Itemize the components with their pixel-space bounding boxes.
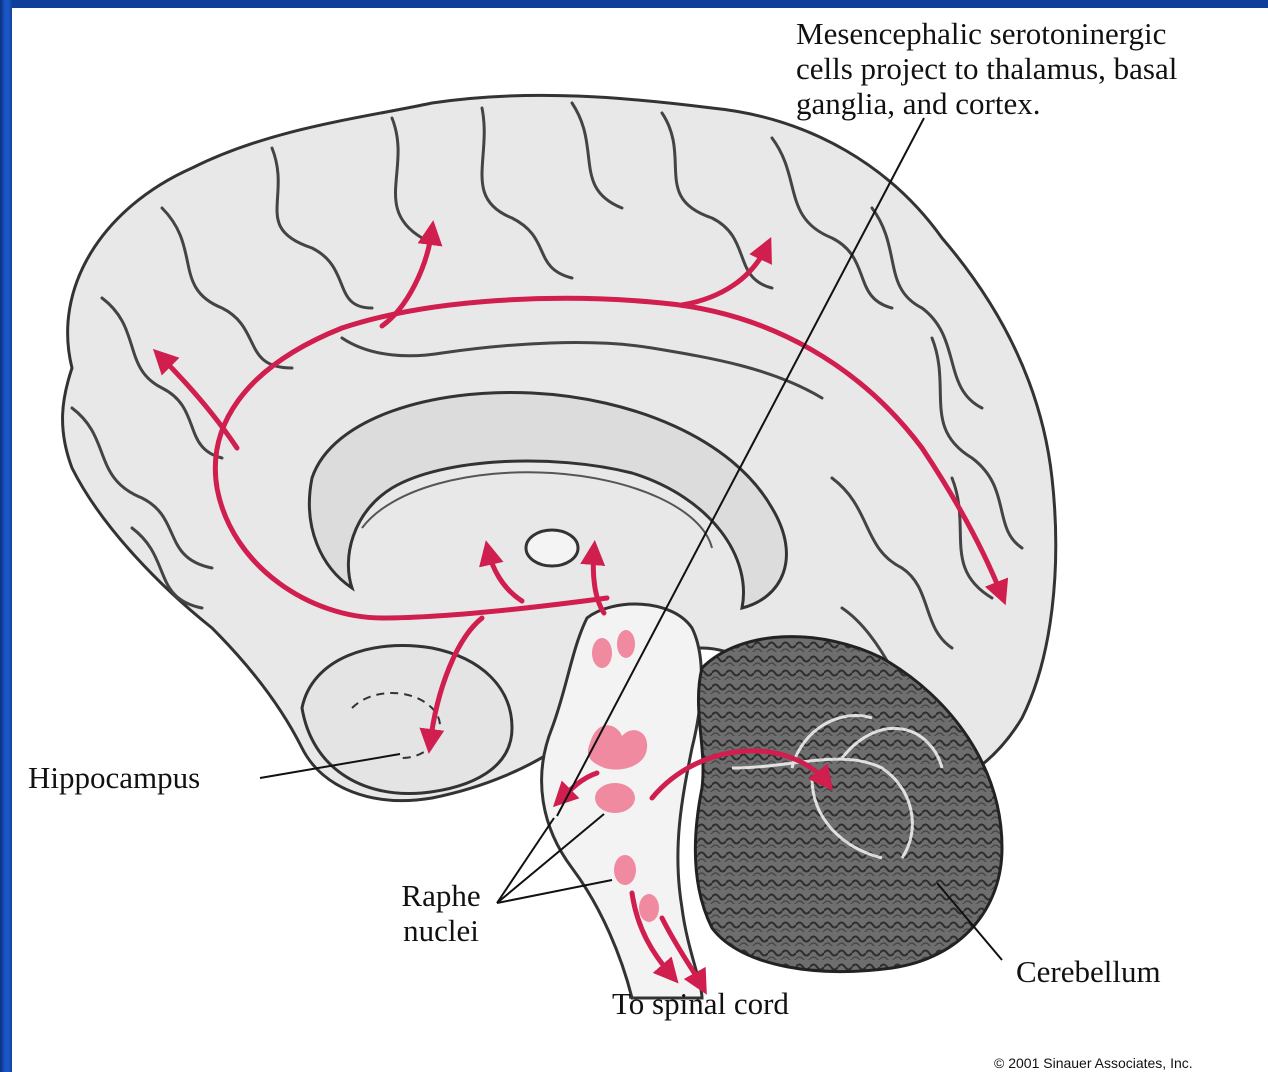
- raphe-label-line-1: Raphe: [386, 878, 496, 913]
- brain-sagittal-diagram: [12, 8, 1268, 1072]
- cerebellum-label: Cerebellum: [1016, 954, 1161, 989]
- raphe-nuclei-label: Raphe nuclei: [386, 878, 496, 948]
- spinal-cord-label: To spinal cord: [612, 986, 789, 1021]
- copyright-notice: © 2001 Sinauer Associates, Inc.: [994, 1055, 1193, 1071]
- leader-raphe-line-3: [497, 818, 554, 903]
- caption-line-1: Mesencephalic serotoninergic: [796, 16, 1266, 51]
- caption-line-3: ganglia, and cortex.: [796, 86, 1266, 121]
- hippocampus-label: Hippocampus: [28, 760, 200, 795]
- caption-line-2: cells project to thalamus, basal: [796, 51, 1266, 86]
- thalamus: [526, 530, 578, 566]
- projection-caption: Mesencephalic serotoninergic cells proje…: [796, 16, 1266, 121]
- figure-canvas: Mesencephalic serotoninergic cells proje…: [12, 8, 1268, 1072]
- raphe-label-line-2: nuclei: [386, 913, 496, 948]
